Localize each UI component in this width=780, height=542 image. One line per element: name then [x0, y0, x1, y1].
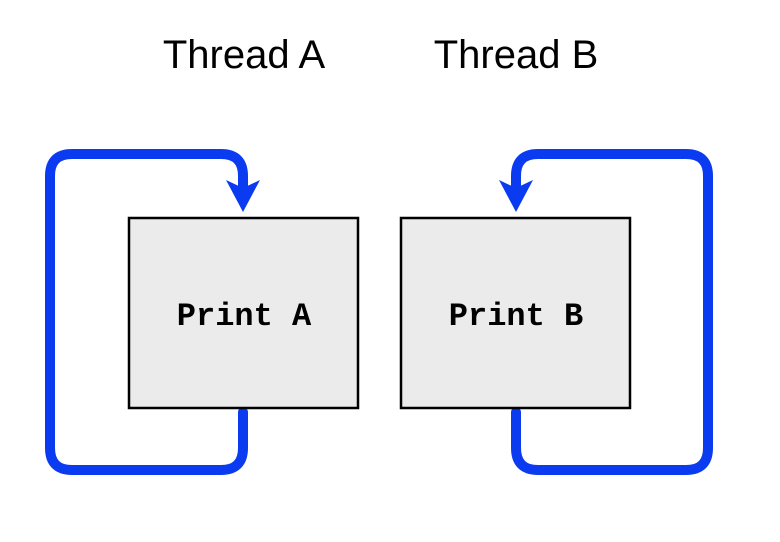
thread-b-group: Thread B Print B — [399, 33, 713, 475]
thread-b-box — [399, 216, 632, 410]
thread-a-title: Thread A — [163, 33, 326, 77]
thread-a-box — [127, 216, 360, 410]
thread-a-arrowhead-icon — [226, 180, 260, 212]
thread-a-action-label: Print A — [177, 298, 312, 335]
thread-b-loop-arrow-icon — [511, 149, 713, 475]
thread-a-loop-arrow-icon — [45, 149, 248, 475]
thread-b-action-label: Print B — [449, 298, 583, 335]
thread-b-arrowhead-icon — [499, 180, 533, 212]
thread-b-title: Thread B — [434, 33, 599, 77]
thread-a-group: Thread A Print A — [45, 33, 360, 475]
